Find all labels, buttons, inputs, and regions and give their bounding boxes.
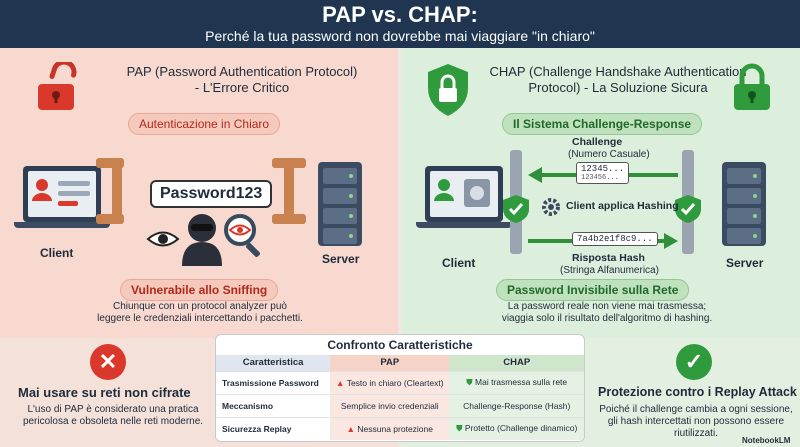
pap-server [318,162,362,246]
header: PAP vs. CHAP: Perché la tua password non… [0,0,800,48]
main-title: PAP vs. CHAP: [322,2,478,27]
magnifier-icon [224,214,260,257]
bottom-left-title: Mai usare su reti non cifrate [18,385,191,400]
pap-pipe-left-bottom [96,214,124,224]
table-row: Meccanismo Semplice invio credenziali Ch… [216,393,584,417]
password-box: Password123 [150,180,273,208]
open-padlock-icon [38,62,77,110]
pap-description: Chiunque con un protocol analyzer può le… [97,301,303,324]
x-icon: ✕ [90,344,126,380]
table-row: Sicurezza Replay ▲ Nessuna protezione ⛊ … [216,416,584,440]
eye-icon [146,231,180,247]
comparison-grid: Caratteristica PAP CHAP Trasmissione Pas… [216,355,584,440]
chap-title: CHAP (Challenge Handshake Authentication… [489,64,747,95]
chap-description: La password reale non viene mai trasmess… [501,301,713,324]
challenge-value-box: 12345... 123456... [576,162,630,184]
table-title: Confronto Caratteristiche [327,338,473,352]
hashing-label: Client applica Hashing [566,200,679,212]
shield-lock-icon [428,64,468,116]
gear-icon [542,198,560,216]
header-feature: Caratteristica [216,355,331,371]
pap-server-label: Server [322,252,360,266]
comparison-table: Confronto Caratteristiche Caratteristica… [215,334,585,442]
user-profile-icon [32,179,90,206]
pap-pipe-right-bottom [272,214,306,224]
bottom-right-title: Protezione contro i Replay Attack [598,385,797,399]
row-pap: Semplice invio credenziali [330,393,450,417]
row-pap: ▲ Nessuna protezione [330,416,450,440]
user-vault-icon [434,179,490,207]
pap-badge: Autenticazione in Chiaro [128,113,281,135]
row-chap: ⛊ Mai trasmessa sulla rete [449,370,584,394]
row-chap: ⛊ Protetto (Challenge dinamico) [449,416,584,440]
pap-client-label: Client [40,246,74,260]
row-feature: Sicurezza Replay [216,416,331,440]
row-feature: Trasmissione Password [216,370,331,394]
header-pap: PAP [330,355,450,371]
chap-client-label: Client [442,256,476,270]
chap-badge: Il Sistema Challenge-Response [502,113,703,135]
closed-padlock-icon [734,63,770,110]
shield-check-left-icon [503,195,529,223]
row-feature: Meccanismo [216,393,331,417]
response-sublabel: (Stringa Alfanumerica) [560,265,659,276]
pap-warning: Vulnerabile allo Sniffing [120,279,279,301]
pap-client-laptop [14,166,110,228]
shield-check-icon: ⛊ [456,423,463,434]
pap-pipe-right-top [272,158,306,168]
hacker-icon [182,214,222,266]
table-row: Trasmissione Password ▲ Testo in chiaro … [216,370,584,394]
brand-label: NotebookLM [742,436,791,445]
shield-check-icon: ⛊ [466,377,473,387]
hash-value-box: 7a4b2e1f8c9... [572,232,658,246]
row-pap: ▲ Testo in chiaro (Cleartext) [330,370,450,394]
pap-pipe-left [112,160,122,220]
chap-server [722,162,766,246]
row-chap: Challenge-Response (Hash) [449,393,584,417]
pap-pipe-right [284,160,294,220]
response-label: Risposta Hash [572,252,645,264]
bottom-left-description: L'uso di PAP è considerato una pratica p… [22,404,204,427]
header-chap: CHAP [449,355,584,371]
chap-client-laptop [416,166,512,228]
bottom-right-description: Poiché il challenge cambia a ogni sessio… [599,404,793,439]
center-divider [398,48,402,447]
chap-invisible-badge: Password Invisibile sulla Rete [496,279,690,301]
warning-icon: ▲ [346,423,356,434]
check-icon: ✓ [676,344,712,380]
challenge-sublabel: (Numero Casuale) [568,149,650,160]
pap-title: PAP (Password Authentication Protocol) -… [126,64,358,95]
chap-server-label: Server [726,256,764,270]
main-subtitle: Perché la tua password non dovrebbe mai … [205,28,595,44]
shield-check-right-icon [675,195,701,223]
challenge-label: Challenge [572,136,623,148]
pap-pipe-left-top [96,158,124,168]
warning-icon: ▲ [336,377,345,388]
